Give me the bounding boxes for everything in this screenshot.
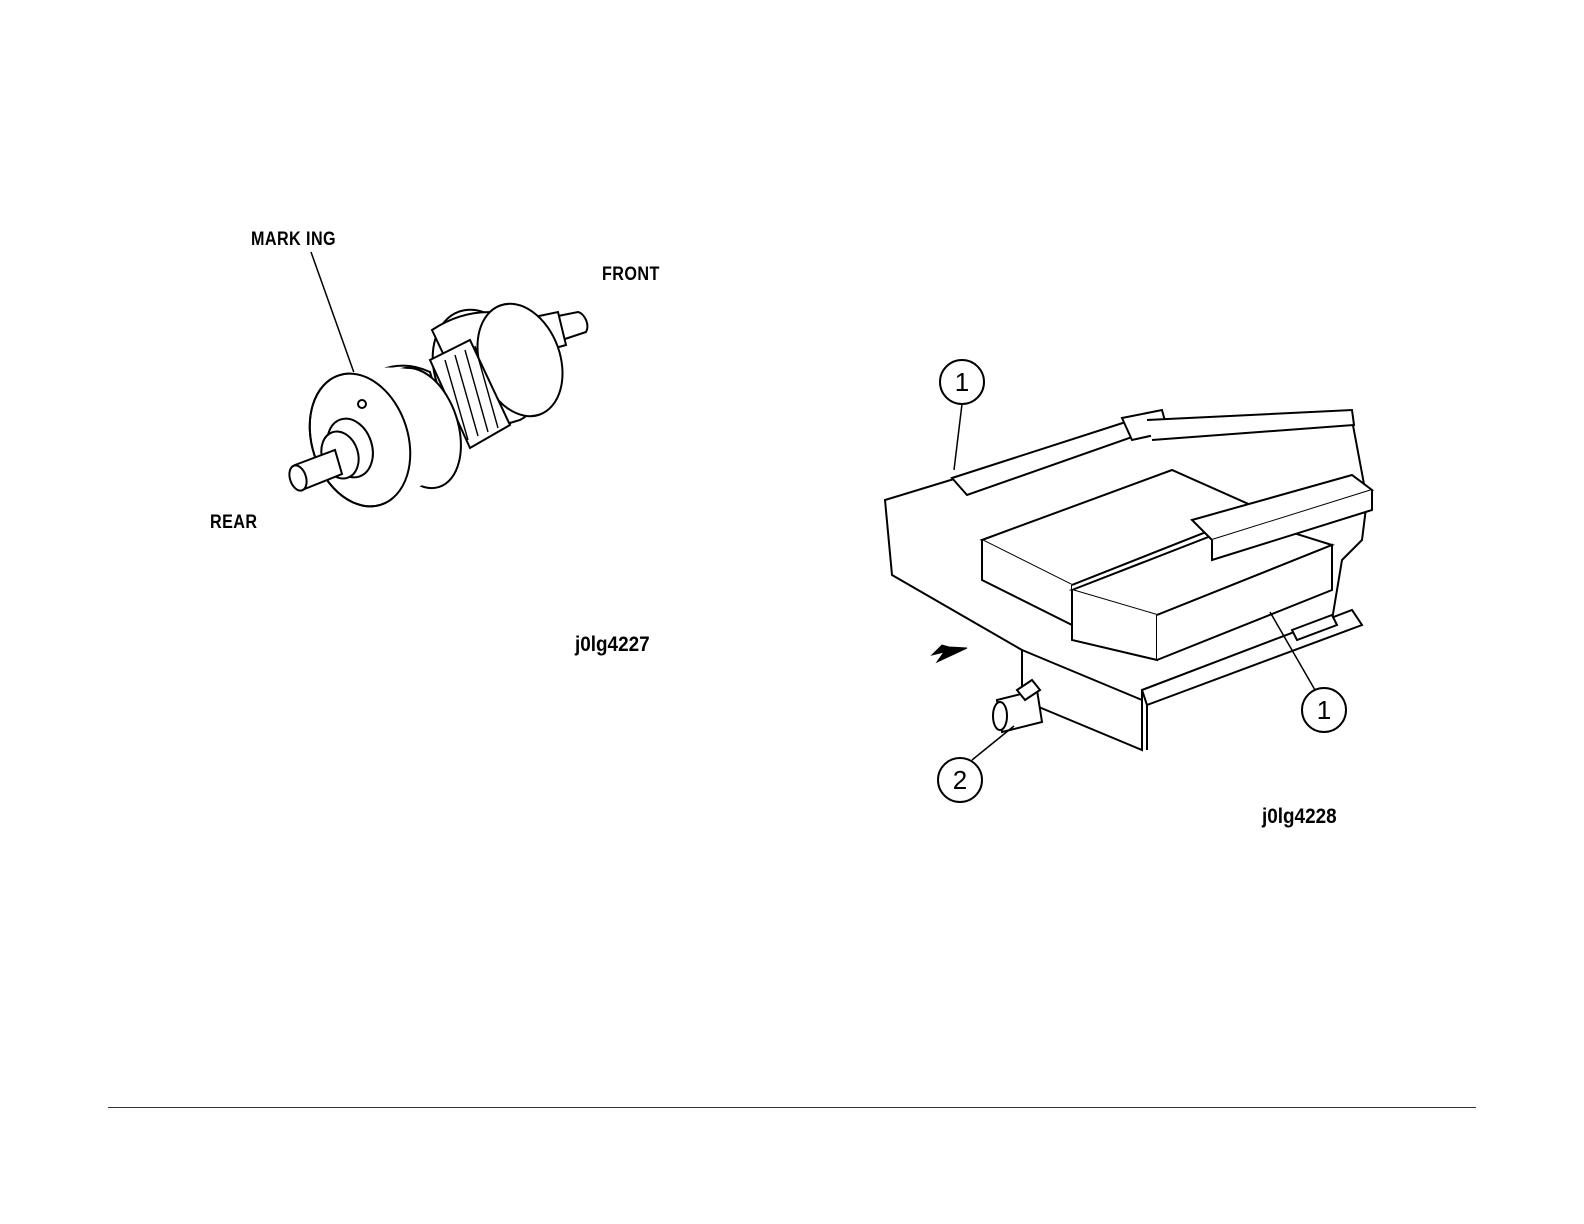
drawer-illustration: 1 1 2 [792, 0, 1584, 900]
figure-id-left: j0lg4227 [575, 633, 650, 657]
callout-1-right-label: 1 [1317, 695, 1331, 725]
figure-roll-marking: MARK ING FRONT REAR [0, 0, 792, 700]
callout-2-label: 2 [953, 765, 967, 795]
figure-drawer-assembly: 1 1 2 j0lg4228 [792, 0, 1584, 900]
footer-rule [108, 1107, 1476, 1108]
figure-id-right: j0lg4228 [1262, 805, 1337, 829]
callout-1-top-label: 1 [955, 367, 969, 397]
roll-illustration [0, 0, 792, 700]
